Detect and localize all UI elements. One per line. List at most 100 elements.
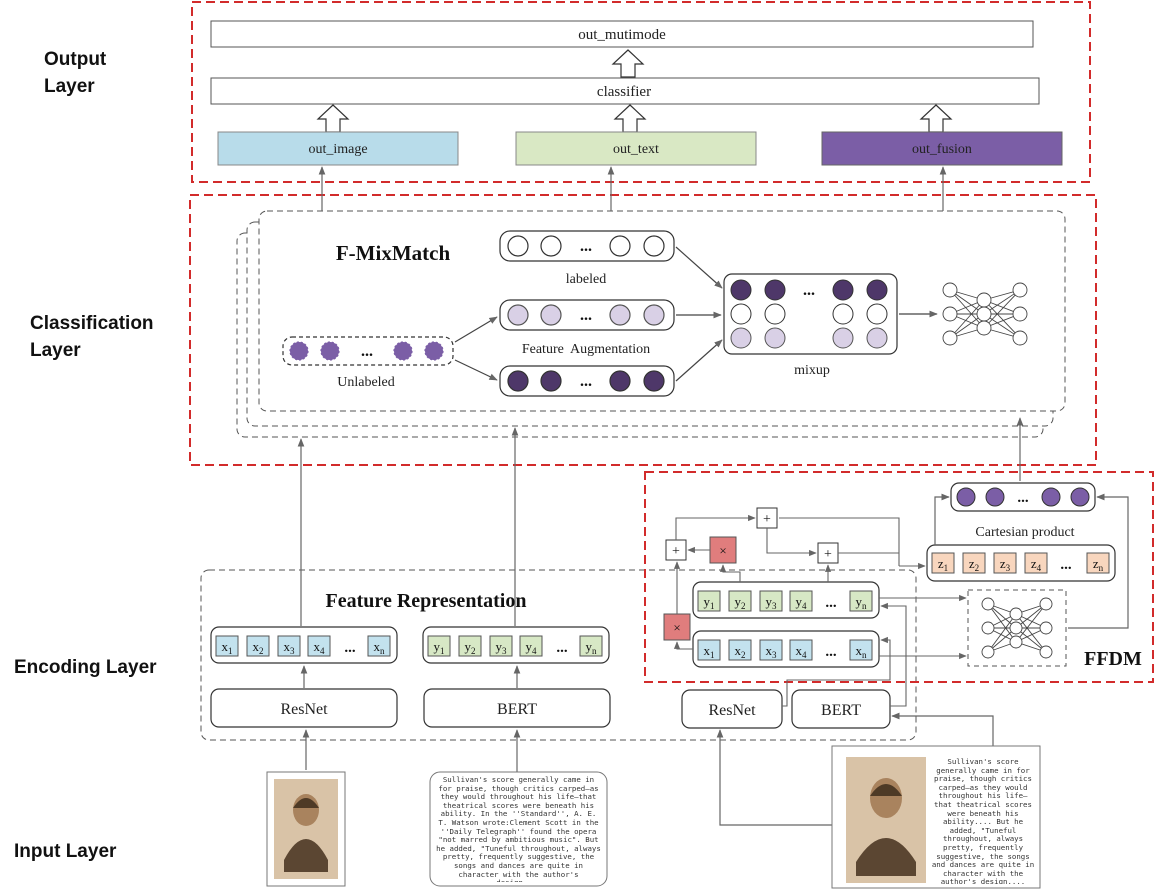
- mixup-node: [730, 303, 752, 325]
- ffdm-title: FFDM: [1084, 648, 1142, 670]
- x-token-1-letter: x: [222, 639, 229, 654]
- y-token-1: y1: [434, 639, 445, 656]
- labeled-node: [643, 235, 665, 257]
- x-token-n-letter: x: [374, 639, 381, 654]
- x-token-2-letter: x: [253, 639, 260, 654]
- ffdm-connections: [673, 514, 967, 660]
- ffdm-x-token-4-sub: 4: [802, 650, 807, 660]
- text-feature-tokens: [427, 635, 603, 657]
- caption-box-left: [429, 771, 608, 887]
- ffdm-bert-box: [791, 689, 891, 729]
- classification-layer-label-line1: Classification: [30, 313, 154, 334]
- ffdm-y-token-4: y4: [796, 594, 808, 611]
- cartesian-product-caption: Cartesian product: [975, 525, 1074, 540]
- fusion-ellipsis: ...: [1017, 490, 1029, 506]
- x-token-4-sub: 4: [320, 646, 325, 656]
- out-text-label: out_text: [613, 142, 659, 157]
- ffdm-y-token-1-letter: y: [704, 594, 711, 609]
- y-token: [427, 635, 451, 657]
- ffdm-link-xvector-to-times-lower: [673, 641, 693, 650]
- mixup-nodes: [730, 279, 888, 349]
- input-layer-label: Input Layer: [14, 841, 117, 862]
- portrait-photo-right: [831, 745, 1041, 889]
- output-layer-label-line1: Output: [44, 49, 107, 70]
- y-token-2-sub: 2: [471, 646, 476, 656]
- ffdm-plus-label-top: +: [763, 512, 771, 527]
- z-token: [1024, 552, 1048, 574]
- arrow-ffdm-resnet-to-xvector: [782, 636, 891, 707]
- augmented-ellipsis: ...: [580, 307, 592, 324]
- y-token-1-letter: y: [434, 639, 441, 654]
- augmented-nodes: [507, 304, 665, 326]
- y-token: [519, 635, 543, 657]
- arrow-cartesian-to-fusion: [934, 493, 950, 545]
- out-fusion-label: out_fusion: [912, 142, 972, 157]
- fusion-vector: [950, 482, 1096, 512]
- feature-augmentation-caption: Feature Augmentation: [522, 342, 650, 357]
- out-image-label: out_image: [308, 142, 367, 157]
- mixup-node: [730, 279, 752, 301]
- z-token-n-sub: n: [1099, 563, 1104, 573]
- y-token: [759, 590, 783, 612]
- fusion-node: [1070, 487, 1090, 507]
- ffdm-x-token-1: x1: [704, 643, 715, 660]
- bert-box: [423, 688, 611, 728]
- mixup-node: [866, 303, 888, 325]
- augmented-node: [609, 304, 631, 326]
- z-token-4-letter: z: [1031, 556, 1037, 571]
- ffdm-x-token-4: x4: [796, 643, 808, 660]
- resnet-box: [210, 688, 398, 728]
- ffdm-x-token-2: x2: [735, 643, 746, 660]
- z-token-n: zn: [1093, 556, 1104, 573]
- x-token-1: x1: [222, 639, 233, 656]
- z-token: [1086, 552, 1110, 574]
- portrait-photo-left: [266, 771, 346, 887]
- fmixmatch-title: F-MixMatch: [336, 241, 451, 265]
- ffdm-y-token-1: y1: [704, 594, 715, 611]
- out-mutimode-label: out_mutimode: [578, 27, 666, 43]
- ffdm-network-box: [967, 589, 1067, 667]
- x-token: [367, 635, 391, 657]
- classification-layer-label-line2: Layer: [30, 340, 81, 361]
- ffdm-x-token-1-letter: x: [704, 643, 711, 658]
- unlabeled-ellipsis: ...: [361, 343, 373, 360]
- labeled-vector: [499, 230, 675, 262]
- ffdm-x-token-3-sub: 3: [772, 650, 777, 660]
- y-token: [849, 590, 873, 612]
- ffdm-x-token-2-sub: 2: [741, 650, 746, 660]
- z-token-1-sub: 1: [944, 563, 949, 573]
- ffdm-link-plus-left-to-plus-top: [675, 514, 756, 540]
- x-token: [215, 635, 239, 657]
- y-token: [489, 635, 513, 657]
- fusion-nodes: [956, 487, 1090, 507]
- ffdm-x-token-ellipsis: ...: [825, 644, 837, 660]
- fusion-node: [1041, 487, 1061, 507]
- mixup-node: [866, 327, 888, 349]
- ffdm-x-token-n-sub: n: [862, 650, 867, 660]
- x-token: [277, 635, 301, 657]
- unlabeled-nodes: [289, 341, 444, 361]
- z-token-n-letter: z: [1093, 556, 1099, 571]
- mixup-node: [730, 327, 752, 349]
- ffdm-y-token-2: y2: [735, 594, 746, 611]
- y-token: [579, 635, 603, 657]
- labeled-ellipsis: ...: [580, 238, 592, 255]
- ffdm-y-tokens: [697, 590, 873, 612]
- x-token: [246, 635, 270, 657]
- y-token-n-sub: n: [592, 646, 597, 656]
- bert-label: BERT: [497, 701, 537, 718]
- hollow-arrow-classifier-to-mutimode: [611, 49, 645, 78]
- ffdm-x-token-4-letter: x: [796, 643, 803, 658]
- ffdm-y-token-n-sub: n: [862, 601, 867, 611]
- ffdm-link-yvector-to-times-upper: [719, 564, 741, 582]
- labeled-caption: labeled: [566, 272, 606, 287]
- encoding-layer-label: Encoding Layer: [14, 657, 157, 678]
- arrow-unlabeled-to-augmented: [454, 316, 498, 343]
- z-token: [931, 552, 955, 574]
- unlabeled-node: [289, 341, 309, 361]
- x-token-n: xn: [374, 639, 386, 656]
- y-token: [458, 635, 482, 657]
- ffdm-plus-label-left: +: [672, 544, 680, 559]
- x-token-n-sub: n: [380, 646, 385, 656]
- x-token-2-sub: 2: [259, 646, 264, 656]
